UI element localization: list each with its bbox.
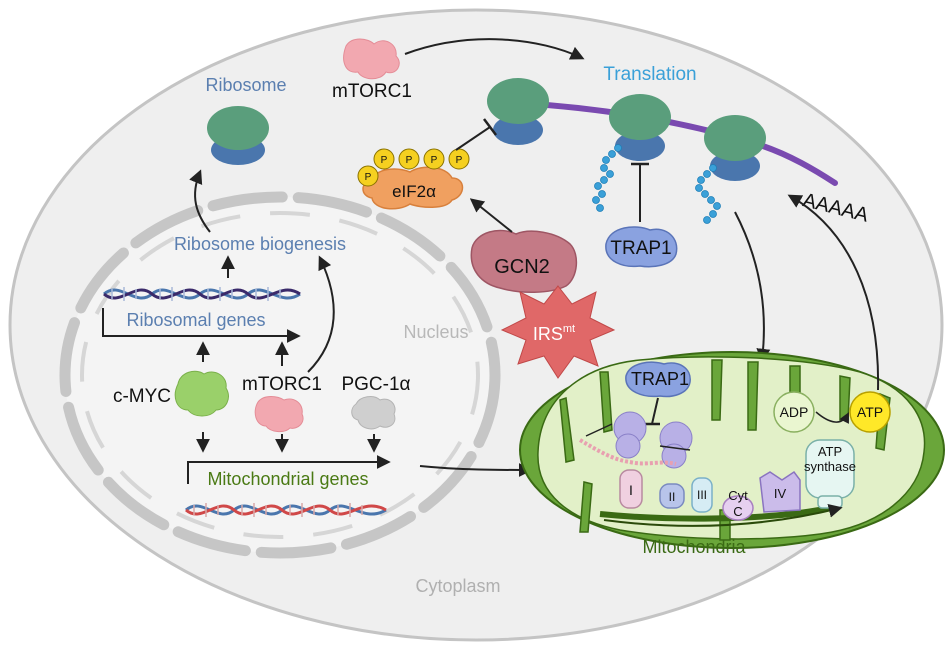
phosphate-label-3: P — [406, 155, 413, 166]
ribosomal-genes-label: Ribosomal genes — [126, 310, 265, 330]
phosphate-group-icons — [357, 148, 470, 187]
gcn2-label: GCN2 — [494, 256, 550, 278]
etc-complex-i-icon — [619, 469, 643, 509]
ribosome-biogenesis-label: Ribosome biogenesis — [174, 234, 346, 254]
mtorc1-top-label: mTORC1 — [332, 81, 412, 102]
pgc1a-protein-icon — [351, 396, 396, 430]
adp-label: ADP — [780, 404, 809, 420]
adp-molecule-icon — [773, 391, 815, 433]
complex-iv-label: IV — [774, 486, 787, 501]
translating-ribosome-3 — [704, 115, 766, 181]
atp-molecule-icon — [849, 391, 891, 433]
mtorc1-nuc-protein-icon — [254, 396, 304, 433]
mito-translation-lines — [585, 423, 691, 451]
cytochrome-c-icon — [722, 495, 754, 521]
arrow-gcn2-to-eif2a — [469, 198, 513, 233]
mitochondrial-dna-helix — [185, 503, 387, 517]
ribosomal-dna-helix — [103, 287, 301, 301]
translating-ribosome-1 — [487, 78, 549, 145]
cytoplasm-label: Cytoplasm — [415, 576, 500, 596]
atp-synthase-label-2: synthase — [804, 459, 856, 474]
arrow-mtorc1-to-biogenesis — [307, 255, 335, 373]
inhibit-bar — [483, 118, 497, 136]
eif2a-label: eIF2α — [392, 182, 436, 201]
ribosome-icon — [207, 106, 269, 165]
atp-synthase-label-1: ATP — [818, 444, 842, 459]
atp-label: ATP — [857, 404, 883, 420]
trap1-mito-label: TRAP1 — [631, 369, 689, 389]
complex-i-label: I — [629, 482, 633, 498]
phosphate-label-4: P — [431, 155, 438, 166]
phosphate-label-2: P — [381, 155, 388, 166]
arrow-peptide-to-mitochondria — [734, 211, 771, 363]
cmyc-label: c-MYC — [113, 386, 171, 407]
pgc1a-label: PGC-1α — [341, 374, 410, 395]
arrow-nucleus-to-mitochondria — [419, 462, 533, 477]
cytc-label-line2: C — [733, 504, 742, 519]
inhibit-trap1-to-complex — [651, 397, 659, 425]
arrow-biogenesis-to-ribosome — [189, 169, 211, 233]
eif2a-protein-icon — [362, 166, 464, 210]
phosphate-label-5: P — [456, 155, 463, 166]
translating-ribosome-2 — [609, 94, 671, 161]
ribosome-label: Ribosome — [205, 75, 286, 95]
etc-complex-iii-icon — [691, 477, 713, 513]
trap1-mito-protein-icon — [625, 361, 691, 398]
promoter-arrow-ribosomal — [102, 308, 301, 343]
phosphate-label-1: P — [365, 172, 372, 183]
translation-label: Translation — [603, 64, 696, 85]
arrow-mtorc1-to-translation — [404, 38, 585, 60]
mito-peptide-chain — [578, 438, 677, 466]
arrow-atp-to-translation — [787, 194, 880, 391]
electron-flow-arrow — [603, 503, 843, 527]
mitochondria-label: Mitochondria — [642, 537, 746, 557]
promoter-arrow-mito — [187, 455, 391, 484]
mtorc1-protein-icon — [343, 38, 400, 80]
mtorc1-nuc-label: mTORC1 — [242, 374, 322, 395]
irs-label-sup: mt — [563, 323, 575, 335]
etc-complex-ii-icon — [659, 483, 685, 509]
nascent-peptide-chains — [592, 144, 721, 224]
trap1-cyto-label: TRAP1 — [610, 238, 671, 259]
irs-label-main: IRS — [533, 324, 563, 344]
nucleus-label: Nucleus — [403, 322, 468, 342]
cmyc-protein-icon — [174, 370, 229, 417]
gcn2-protein-icon — [470, 229, 578, 294]
trap1-cyto-protein-icon — [605, 226, 678, 268]
mito-ribosome-clusters — [613, 411, 693, 469]
irs-label: IRSmt — [533, 323, 575, 344]
complex-iii-label: III — [697, 488, 707, 502]
complex-ii-label: II — [669, 490, 676, 504]
inhibit-eif2a-to-ribosome — [455, 126, 491, 151]
cytc-label-line1: Cyt — [728, 488, 748, 503]
mito-genes-label: Mitochondrial genes — [207, 469, 368, 489]
irs-stress-star-icon — [500, 285, 616, 379]
atp-synthase-icon — [805, 439, 855, 509]
arrow-adp-to-atp — [815, 411, 849, 424]
etc-complex-iv-icon — [759, 470, 801, 513]
